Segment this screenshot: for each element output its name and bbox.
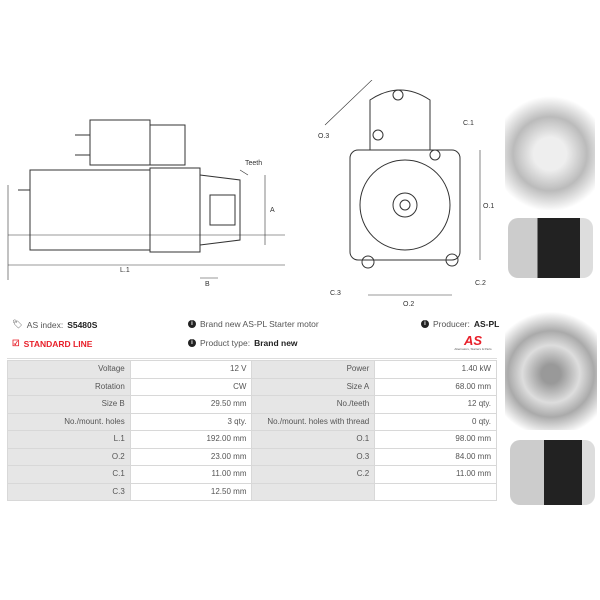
label-o2: O.2 — [403, 301, 414, 308]
tags-icon: 🏷 — [12, 319, 23, 329]
side-view-diagram: Teeth A B L.1 — [7, 119, 285, 288]
spec-label: No./mount. holes — [7, 412, 131, 431]
spec-label: No./mount. holes with thread — [251, 412, 376, 431]
label-c1: C.1 — [463, 120, 474, 127]
info-icon: i — [188, 339, 196, 347]
divider — [7, 358, 497, 359]
spec-label: O.1 — [251, 430, 376, 449]
label-o3: O.3 — [318, 133, 329, 140]
spec-value: 12.50 mm — [129, 482, 253, 501]
spec-value: 12 V — [129, 360, 253, 379]
product-photo-back[interactable] — [505, 290, 597, 430]
as-pl-logo: AS Alternators, Starters & Parts — [454, 333, 492, 351]
spec-label: L.1 — [7, 430, 131, 449]
spec-label — [251, 482, 376, 501]
spec-value: 192.00 mm — [129, 430, 253, 449]
spec-value — [374, 482, 497, 501]
spec-label: Size A — [251, 377, 376, 396]
product-photo-front[interactable] — [505, 85, 595, 210]
spec-label: Voltage — [7, 360, 131, 379]
spec-value: 3 qty. — [129, 412, 253, 431]
label-o1: O.1 — [483, 203, 494, 210]
spec-label: C.1 — [7, 465, 131, 484]
standard-line-badge: ☑STANDARD LINE — [12, 338, 93, 349]
spec-label: O.3 — [251, 447, 376, 466]
spec-label: Rotation — [7, 377, 131, 396]
label-a: A — [270, 207, 275, 214]
as-index: 🏷AS index:S5480S — [12, 319, 98, 330]
spec-value: 11.00 mm — [129, 465, 253, 484]
spec-value: 11.00 mm — [374, 465, 497, 484]
info-icon: i — [421, 320, 429, 328]
spec-label: C.3 — [7, 482, 131, 501]
spec-value: 68.00 mm — [374, 377, 497, 396]
label-c3: C.3 — [330, 290, 341, 297]
label-l1: L.1 — [120, 267, 130, 274]
spec-value: CW — [129, 377, 253, 396]
spec-value: 12 qty. — [374, 395, 497, 414]
spec-value: 23.00 mm — [129, 447, 253, 466]
spec-value: 84.00 mm — [374, 447, 497, 466]
spec-label: Power — [251, 360, 376, 379]
product-photo-side-2[interactable] — [510, 440, 595, 505]
spec-value: 1.40 kW — [374, 360, 497, 379]
front-view-diagram: O.3 C.1 O.1 C.2 C.3 O.2 — [318, 80, 494, 308]
label-b: B — [205, 281, 210, 288]
spec-label: Size B — [7, 395, 131, 414]
info-icon: i — [188, 320, 196, 328]
check-square-icon: ☑ — [12, 338, 20, 348]
spec-value: 0 qty. — [374, 412, 497, 431]
spec-value: 98.00 mm — [374, 430, 497, 449]
product-photo-side[interactable] — [508, 218, 593, 278]
spec-value: 29.50 mm — [129, 395, 253, 414]
label-teeth: Teeth — [245, 160, 262, 167]
label-c2: C.2 — [475, 280, 486, 287]
spec-label: C.2 — [251, 465, 376, 484]
spec-label: O.2 — [7, 447, 131, 466]
spec-label: No./teeth — [251, 395, 376, 414]
